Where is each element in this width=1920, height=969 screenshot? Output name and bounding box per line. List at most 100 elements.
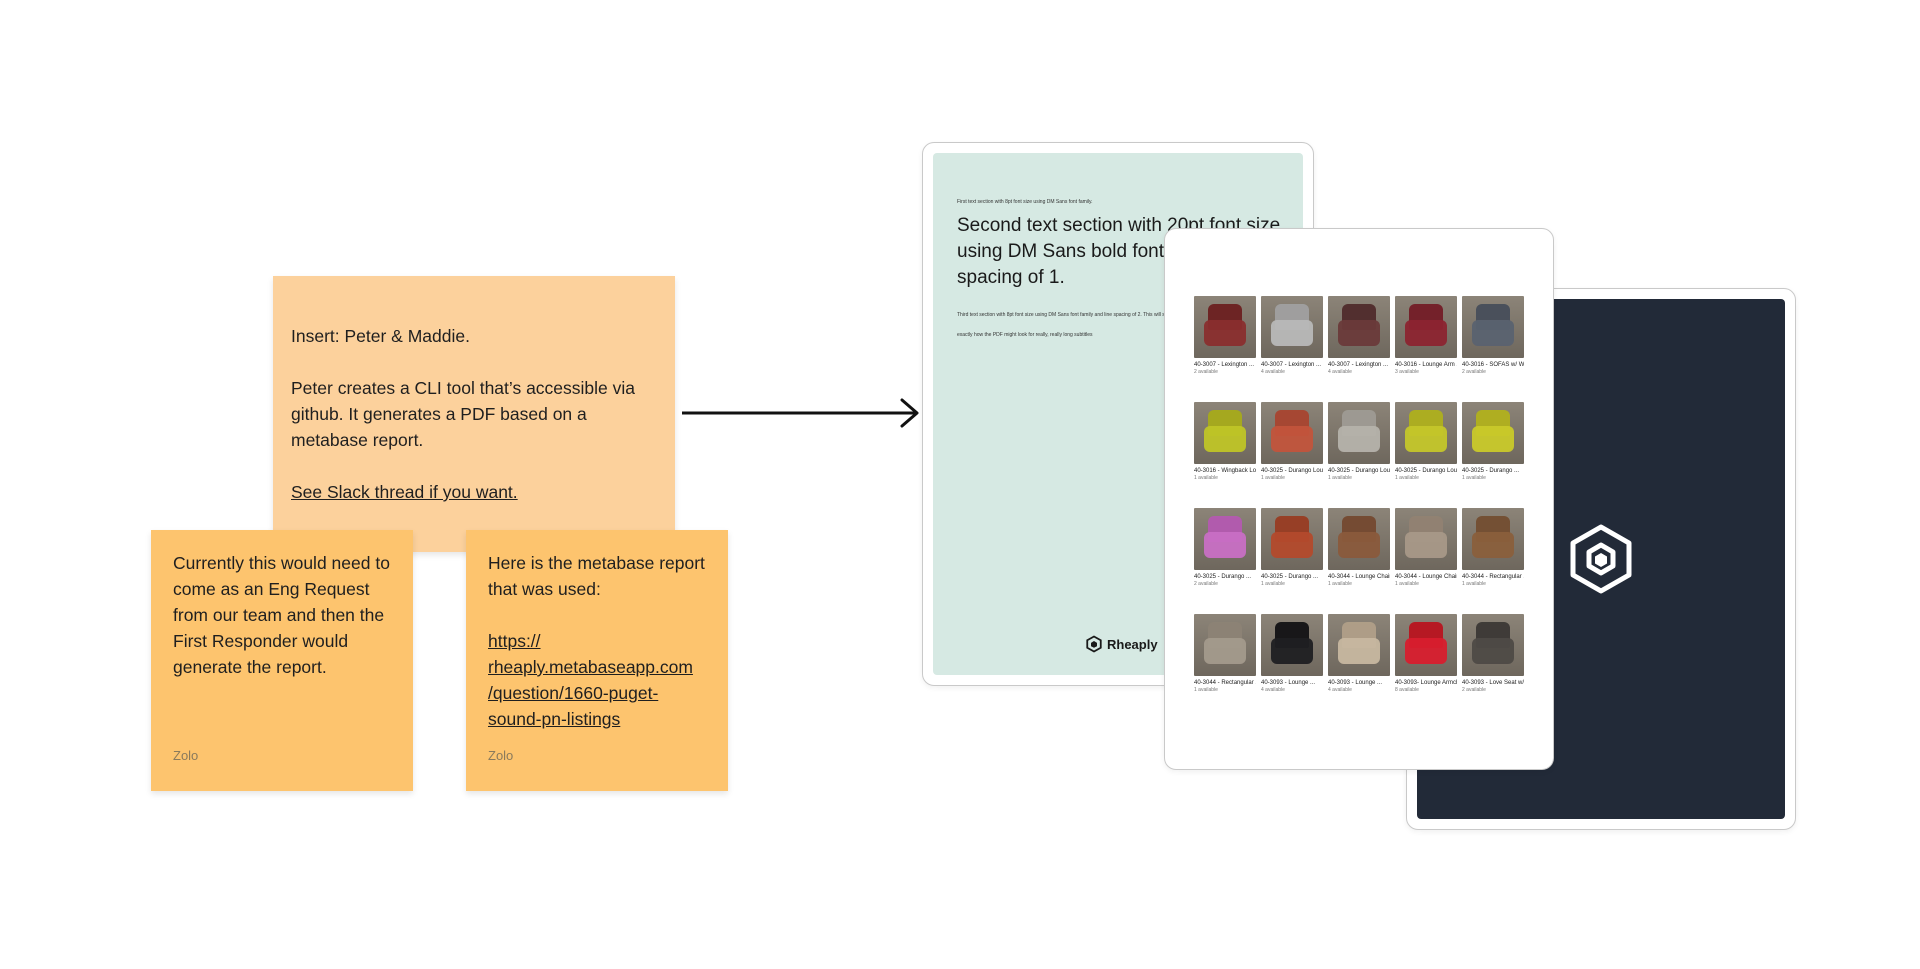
listing-photo (1395, 508, 1457, 570)
note-author: Zolo (173, 748, 199, 763)
cover-body: Third text section with 8pt font size us… (957, 305, 1257, 345)
listing-availability: 1 available (1261, 581, 1285, 587)
rheaply-brand: Rheaply (1085, 635, 1158, 653)
listing-item[interactable]: 40-3016 - Lounge Arm ...3 available (1395, 296, 1457, 402)
listing-name: 40-3016 - SOFAS w/ Wooden Legs ... (1462, 362, 1524, 368)
listing-photo (1462, 614, 1524, 676)
brand-name: Rheaply (1107, 636, 1158, 652)
listing-photo (1194, 614, 1256, 676)
listing-item[interactable]: 40-3016 - Wingback Lounge ...1 available (1194, 402, 1256, 508)
listing-name: 40-3025 - Durango ... (1462, 468, 1520, 474)
listing-item[interactable]: 40-3025 - Durango Lounge ...1 available (1395, 402, 1457, 508)
listing-item[interactable]: 40-3016 - SOFAS w/ Wooden Legs ...2 avai… (1462, 296, 1524, 402)
listing-availability: 1 available (1328, 475, 1352, 481)
listing-availability: 1 available (1261, 475, 1285, 481)
listing-item[interactable]: 40-3044 - Lounge Chair w/ ...1 available (1395, 508, 1457, 614)
listing-availability: 4 available (1328, 687, 1352, 693)
listing-photo (1194, 296, 1256, 358)
listing-photo (1328, 614, 1390, 676)
listing-availability: 2 available (1194, 369, 1218, 375)
listing-item[interactable]: 40-3025 - Durango Lounge ...1 available (1328, 402, 1390, 508)
listing-name: 40-3093 - Lounge ... (1261, 680, 1316, 686)
arrow-connector[interactable] (682, 398, 922, 428)
rheaply-logo-icon (1570, 524, 1632, 594)
listing-availability: 1 available (1462, 581, 1486, 587)
listing-photo (1261, 508, 1323, 570)
listing-photo (1395, 614, 1457, 676)
listing-item[interactable]: 40-3025 - Durango Lounge ...1 available (1261, 402, 1323, 508)
listing-item[interactable]: 40-3093- Lounge Armchair, Wood ...8 avai… (1395, 614, 1457, 720)
listing-availability: 8 available (1395, 687, 1419, 693)
listing-photo (1261, 614, 1323, 676)
listing-photo (1328, 508, 1390, 570)
slack-thread-link[interactable]: See Slack thread if you want. (291, 482, 518, 502)
sticky-note-eng-request[interactable]: Currently this would need to come as an … (151, 530, 413, 791)
listing-availability: 3 available (1395, 369, 1419, 375)
listing-availability: 1 available (1395, 581, 1419, 587)
listing-availability: 2 available (1462, 369, 1486, 375)
listing-photo (1395, 296, 1457, 358)
listing-name: 40-3044 - Lounge Chair w/ ... (1328, 574, 1390, 580)
listing-availability: 1 available (1194, 687, 1218, 693)
listing-name: 40-3093 - Lounge ... (1328, 680, 1383, 686)
listing-availability: 2 available (1194, 581, 1218, 587)
listing-photo (1194, 508, 1256, 570)
listing-name: 40-3044 - Rectangular ... (1194, 680, 1256, 686)
listing-name: 40-3025 - Durango Lounge ... (1395, 468, 1457, 474)
listing-item[interactable]: 40-3025 - Durango ...2 available (1194, 508, 1256, 614)
sticky-note-metabase[interactable]: Here is the metabase report that was use… (466, 530, 728, 791)
cover-body-line: Third text section with 8pt font size us… (957, 312, 1174, 318)
listing-name: 40-3025 - Durango Lounge ... (1328, 468, 1390, 474)
listing-item[interactable]: 40-3025 - Durango ...1 available (1462, 402, 1524, 508)
listing-availability: 4 available (1261, 369, 1285, 375)
listing-item[interactable]: 40-3093 - Lounge ...4 available (1328, 614, 1390, 720)
listing-item[interactable]: 40-3044 - Lounge Chair w/ ...1 available (1328, 508, 1390, 614)
listing-photo (1462, 296, 1524, 358)
listing-photo (1462, 402, 1524, 464)
sticky-note-insert[interactable]: Insert: Peter & Maddie. Peter creates a … (273, 276, 675, 552)
listing-availability: 1 available (1328, 581, 1352, 587)
listing-name: 40-3093 - Love Seat w/ Wood ... (1462, 680, 1524, 686)
listing-item[interactable]: 40-3093 - Lounge ...4 available (1261, 614, 1323, 720)
listing-name: 40-3044 - Rectangular ... (1462, 574, 1524, 580)
note-eng-body: Currently this would need to come as an … (173, 553, 395, 677)
listing-item[interactable]: 40-3025 - Durango ...1 available (1261, 508, 1323, 614)
listing-name: 40-3093- Lounge Armchair, Wood ... (1395, 680, 1457, 686)
listing-item[interactable]: 40-3007 - Lexington ...4 available (1261, 296, 1323, 402)
listing-availability: 4 available (1261, 687, 1285, 693)
listing-availability: 2 available (1462, 687, 1486, 693)
listing-name: 40-3007 - Lexington ... (1194, 362, 1255, 368)
listing-photo (1261, 296, 1323, 358)
rheaply-logo-icon (1086, 635, 1102, 653)
cover-small-text: First text section with 8pt font size us… (957, 199, 1093, 205)
listing-photo (1328, 296, 1390, 358)
listing-name: 40-3025 - Durango ... (1261, 574, 1319, 580)
listing-name: 40-3016 - Lounge Arm ... (1395, 362, 1457, 368)
listing-name: 40-3025 - Durango Lounge ... (1261, 468, 1323, 474)
note-author: Zolo (488, 748, 514, 763)
listing-name: 40-3025 - Durango ... (1194, 574, 1252, 580)
listing-photo (1462, 508, 1524, 570)
listing-photo (1261, 402, 1323, 464)
listing-item[interactable]: 40-3007 - Lexington ...2 available (1194, 296, 1256, 402)
listing-item[interactable]: 40-3044 - Rectangular ...1 available (1462, 508, 1524, 614)
listing-item[interactable]: 40-3093 - Love Seat w/ Wood ...2 availab… (1462, 614, 1524, 720)
note-insert-title: Insert: Peter & Maddie. (291, 326, 470, 346)
note-insert-body: Peter creates a CLI tool that’s accessib… (291, 378, 640, 450)
listing-name: 40-3044 - Lounge Chair w/ ... (1395, 574, 1457, 580)
listing-availability: 1 available (1194, 475, 1218, 481)
listing-item[interactable]: 40-3007 - Lexington ...4 available (1328, 296, 1390, 402)
listing-item[interactable]: 40-3044 - Rectangular ...1 available (1194, 614, 1256, 720)
listing-photo (1395, 402, 1457, 464)
listing-name: 40-3016 - Wingback Lounge ... (1194, 468, 1256, 474)
listing-photo (1194, 402, 1256, 464)
listing-availability: 1 available (1462, 475, 1486, 481)
cover-body-line: exactly how the PDF might look for reall… (957, 332, 1093, 338)
note-metabase-body: Here is the metabase report that was use… (488, 553, 710, 599)
metabase-report-link[interactable]: https:// rheaply.metabaseapp.com /questi… (488, 631, 693, 729)
listing-name: 40-3007 - Lexington ... (1328, 362, 1389, 368)
listing-name: 40-3007 - Lexington ... (1261, 362, 1322, 368)
listing-availability: 1 available (1395, 475, 1419, 481)
